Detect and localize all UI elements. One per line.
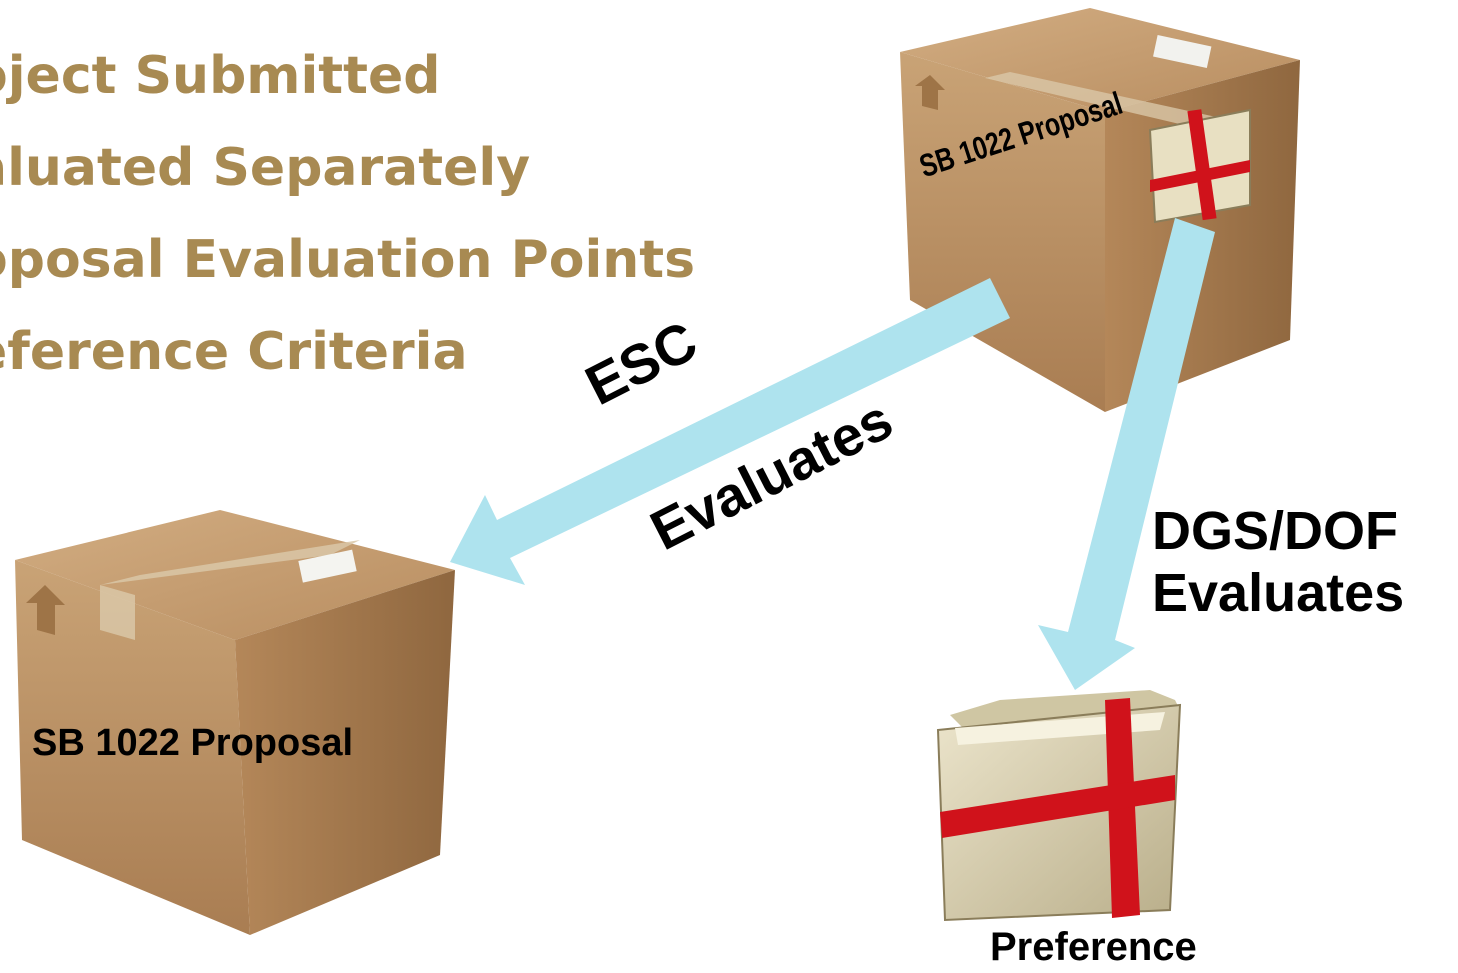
preference-folder-icon	[936, 690, 1182, 922]
dgs-dof-evaluates-arrow	[1038, 218, 1215, 690]
bullet-item: aluated Separately	[0, 138, 531, 198]
bullet-item: eference Criteria	[0, 322, 468, 382]
esc-evaluates-arrow	[450, 278, 1010, 585]
bullet-item: oposal Evaluation Points	[0, 230, 696, 290]
bullet-list: oject Submitted aluated Separately oposa…	[0, 30, 695, 398]
bottom-box-label: SB 1022 Proposal	[32, 722, 354, 764]
up-arrow-icon	[915, 75, 945, 110]
dgs-dof-label: DGS/DOF Evaluates	[1152, 500, 1404, 624]
bullet-item: oject Submitted	[0, 46, 441, 106]
dgs-dof-line1: DGS/DOF	[1152, 501, 1399, 561]
folder-on-box-icon	[1148, 108, 1251, 224]
folder-caption: Preference	[990, 925, 1197, 969]
up-arrow-icon	[26, 585, 65, 635]
dgs-dof-line2: Evaluates	[1152, 563, 1405, 623]
top-proposal-box	[900, 8, 1300, 412]
bottom-proposal-box	[15, 510, 455, 935]
